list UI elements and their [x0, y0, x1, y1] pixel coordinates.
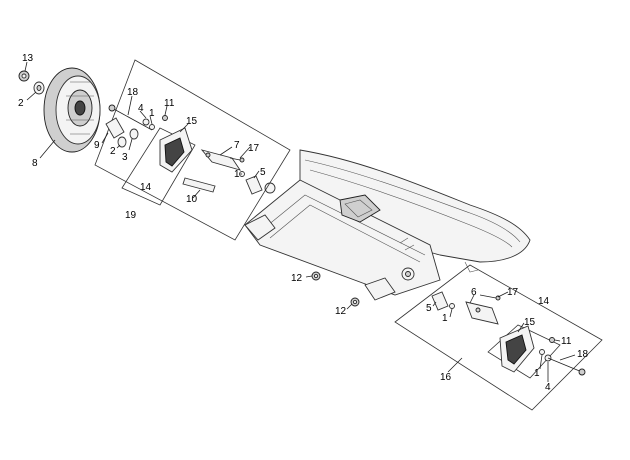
callout-2: 2: [110, 146, 116, 157]
nut-13: [18, 70, 30, 82]
callout-11: 11: [164, 98, 175, 109]
callout-9: 9: [94, 140, 100, 151]
callout-19: 19: [125, 210, 137, 221]
callout-14: 14: [140, 182, 152, 193]
callout-8: 8: [32, 158, 38, 169]
callout-2: 2: [18, 98, 24, 109]
washer-2-left: [33, 81, 45, 95]
callout-1: 1: [442, 313, 448, 324]
callout-17: 17: [248, 143, 260, 154]
callout-labels: 13 2 8 18 4 1 11 15 9 2 3 7 17 1 5 14 10…: [18, 53, 589, 393]
callout-1: 1: [534, 368, 540, 379]
leader-lines: [24, 61, 576, 382]
callout-1: 1: [234, 169, 240, 180]
callout-18: 18: [577, 349, 589, 360]
callout-15: 15: [524, 317, 536, 328]
callout-13: 13: [22, 53, 34, 64]
left-bracket-parts: [105, 104, 263, 195]
callout-14: 14: [538, 296, 550, 307]
callout-10: 10: [186, 194, 198, 205]
callout-12: 12: [335, 306, 347, 317]
callout-17: 17: [507, 287, 519, 298]
callout-6: 6: [471, 287, 477, 298]
nut-12-lower: [350, 297, 360, 307]
callout-16: 16: [440, 372, 452, 383]
mower-deck: [244, 149, 531, 301]
callout-4: 4: [138, 103, 144, 114]
callout-1: 1: [149, 108, 155, 119]
left-bracket-assembly-box: [94, 59, 291, 241]
callout-4: 4: [545, 382, 551, 393]
callout-3: 3: [122, 152, 128, 163]
nut-12-upper: [311, 271, 321, 281]
callout-5: 5: [260, 167, 266, 178]
callout-7: 7: [234, 140, 240, 151]
callout-15: 15: [186, 116, 198, 127]
right-bracket-parts: [431, 291, 586, 376]
callout-5: 5: [426, 303, 432, 314]
wheel: [43, 67, 101, 153]
callout-18: 18: [127, 87, 139, 98]
callout-12: 12: [291, 273, 303, 284]
callout-11: 11: [561, 336, 572, 347]
